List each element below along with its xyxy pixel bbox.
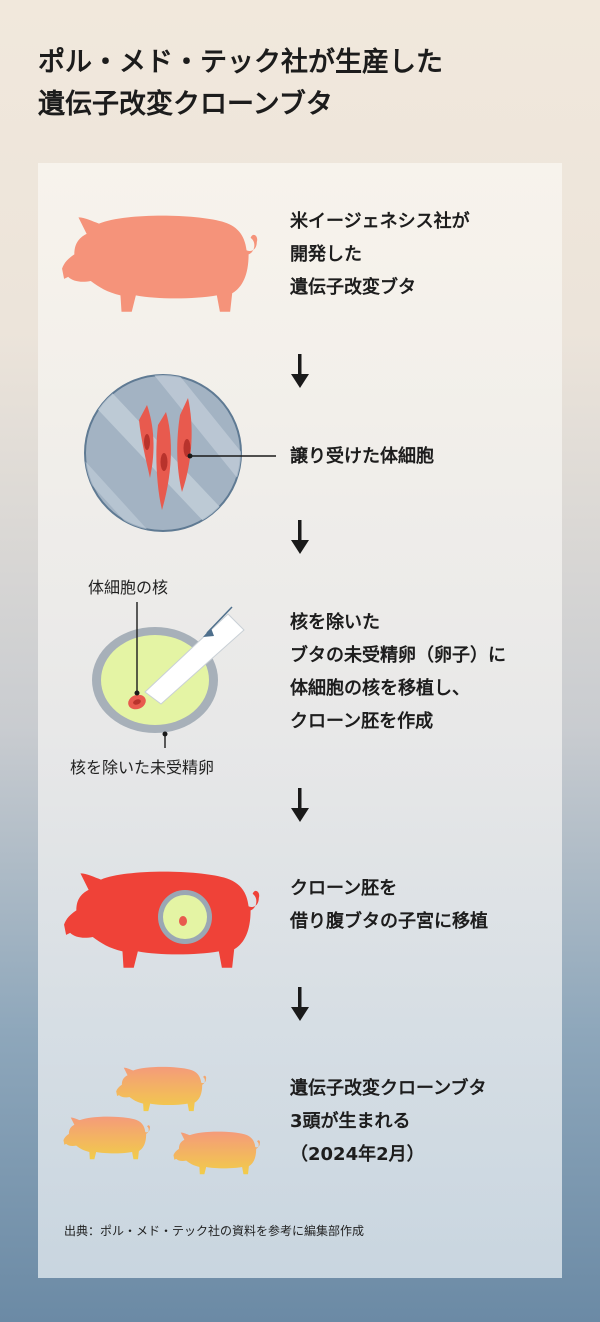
arrow-down-icon bbox=[291, 520, 309, 554]
egg-label: 核を除いた未受精卵 bbox=[70, 758, 215, 777]
arrow-down-icon bbox=[291, 788, 309, 822]
engineered-pig-icon bbox=[62, 215, 258, 312]
title-line-2: 遺伝子改変クローンブタ bbox=[38, 89, 333, 120]
cloned-piglets-icon bbox=[63, 1066, 261, 1175]
title-line-1: ポル・メド・テック社が生産した bbox=[38, 47, 443, 78]
nucleus-label: 体細胞の核 bbox=[88, 578, 169, 597]
step-4-text: クローン胚を 借り腹ブタの子宮に移植 bbox=[290, 878, 488, 932]
step-1-text: 米イージェネシス社が 開発した 遺伝子改変ブタ bbox=[290, 211, 470, 298]
step-5-text: 遺伝子改変クローンブタ 3頭が生まれる （2024年2月） bbox=[290, 1078, 487, 1165]
page-title: ポル・メド・テック社が生産した 遺伝子改変クローンブタ bbox=[38, 42, 578, 126]
arrow-down-icon bbox=[291, 987, 309, 1021]
step-3-text: 核を除いた ブタの未受精卵（卵子）に 体細胞の核を移植し、 クローン胚を作成 bbox=[290, 612, 506, 732]
nuclear-transfer-icon bbox=[92, 602, 245, 748]
arrow-down-icon bbox=[291, 354, 309, 388]
surrogate-pig-icon bbox=[64, 871, 260, 968]
source-credit: 出典：ポル・メド・テック社の資料を参考に編集部作成 bbox=[64, 1224, 365, 1238]
somatic-cell-dish-icon bbox=[84, 374, 276, 532]
step-2-text: 譲り受けた体細胞 bbox=[290, 446, 434, 467]
